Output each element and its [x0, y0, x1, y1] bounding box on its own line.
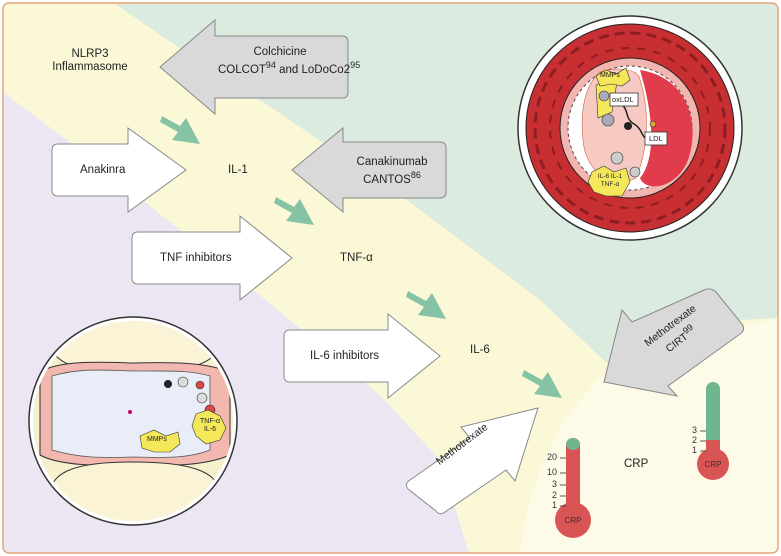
- nlrp3-text: NLRP3: [71, 48, 109, 60]
- canakinumab-label: Canakinumab CANTOS86: [346, 156, 438, 187]
- methotrexate-left-arrow: [405, 407, 539, 515]
- thermo-right-tick-2: 2: [691, 435, 697, 445]
- thermometer-left: [555, 438, 591, 538]
- inflammasome-text: Inflammasome: [52, 61, 128, 73]
- canakinumab-arrow: [291, 126, 447, 214]
- canakinumab-trial: CANTOS86: [363, 170, 421, 186]
- methotrexate-right-arrow: [603, 288, 745, 397]
- joint-cytokines-label: TNF-α IL-6: [200, 418, 220, 433]
- joint-mmps-burst: [139, 429, 181, 453]
- il6-inhibitors-arrow: [283, 312, 441, 400]
- nlrp3-label: NLRP3 Inflammasome: [48, 48, 132, 74]
- thermo-left-tick-3: 3: [551, 479, 557, 489]
- thermometer-right: [697, 382, 729, 480]
- colchicine-text: Colchicine: [253, 46, 307, 58]
- joint-illustration: [28, 316, 238, 526]
- green-arrow-2: [274, 197, 314, 225]
- artery-oxldl-label: oxLDL: [612, 95, 634, 104]
- joint-cytokine-burst: [191, 409, 227, 445]
- thermo-right-tick-3: 3: [691, 425, 697, 435]
- joint-mmps-label: MMPs: [147, 436, 167, 443]
- oxldl-box: [609, 92, 639, 107]
- ldl-box: [644, 131, 668, 146]
- thermo-left-tick-1: 1: [551, 500, 557, 510]
- tnf-inhibitors-arrow: [131, 214, 293, 302]
- artery-mmps-label: MMPs: [600, 72, 620, 79]
- canakinumab-text: Canakinumab: [356, 156, 428, 168]
- crp-label: CRP: [624, 458, 649, 470]
- thermo-left-bulb-label: CRP: [564, 516, 582, 525]
- thermo-right-tick-1: 1: [691, 445, 697, 455]
- tnf-inhibitors-label: TNF inhibitors: [160, 252, 232, 264]
- colchicine-label: Colchicine COLCOT94 and LoDoCo295: [218, 46, 361, 77]
- green-arrow-4: [522, 370, 562, 398]
- artery-mmps-burst: [595, 67, 631, 87]
- colchicine-arrow: [159, 18, 349, 116]
- il6-label: IL-6: [470, 344, 490, 356]
- pathway-arrows: [160, 116, 562, 398]
- thermo-left-tick-20: 20: [546, 452, 557, 462]
- thermo-left-tick-2: 2: [551, 490, 557, 500]
- artery-illustration: [517, 15, 743, 241]
- thermo-right-bulb-label: CRP: [704, 460, 722, 469]
- artery-cytokine-burst: [587, 165, 631, 197]
- colchicine-trials: COLCOT94 and LoDoCo295: [218, 60, 361, 76]
- tnfa-label: TNF-α: [340, 252, 373, 264]
- anakinra-arrow: [51, 127, 187, 213]
- il6-inhibitors-label: IL-6 inhibitors: [310, 350, 380, 362]
- il1-label: IL-1: [228, 164, 248, 176]
- artery-cytokines-label: IL-6 IL-1 TNF-α: [597, 173, 623, 188]
- artery-ldl-label: LDL: [649, 134, 663, 143]
- light-region: [520, 318, 778, 553]
- green-arrow-3: [406, 291, 446, 319]
- green-arrow-1: [160, 116, 200, 144]
- thermo-left-tick-10: 10: [546, 467, 557, 477]
- anakinra-label: Anakinra: [80, 164, 126, 176]
